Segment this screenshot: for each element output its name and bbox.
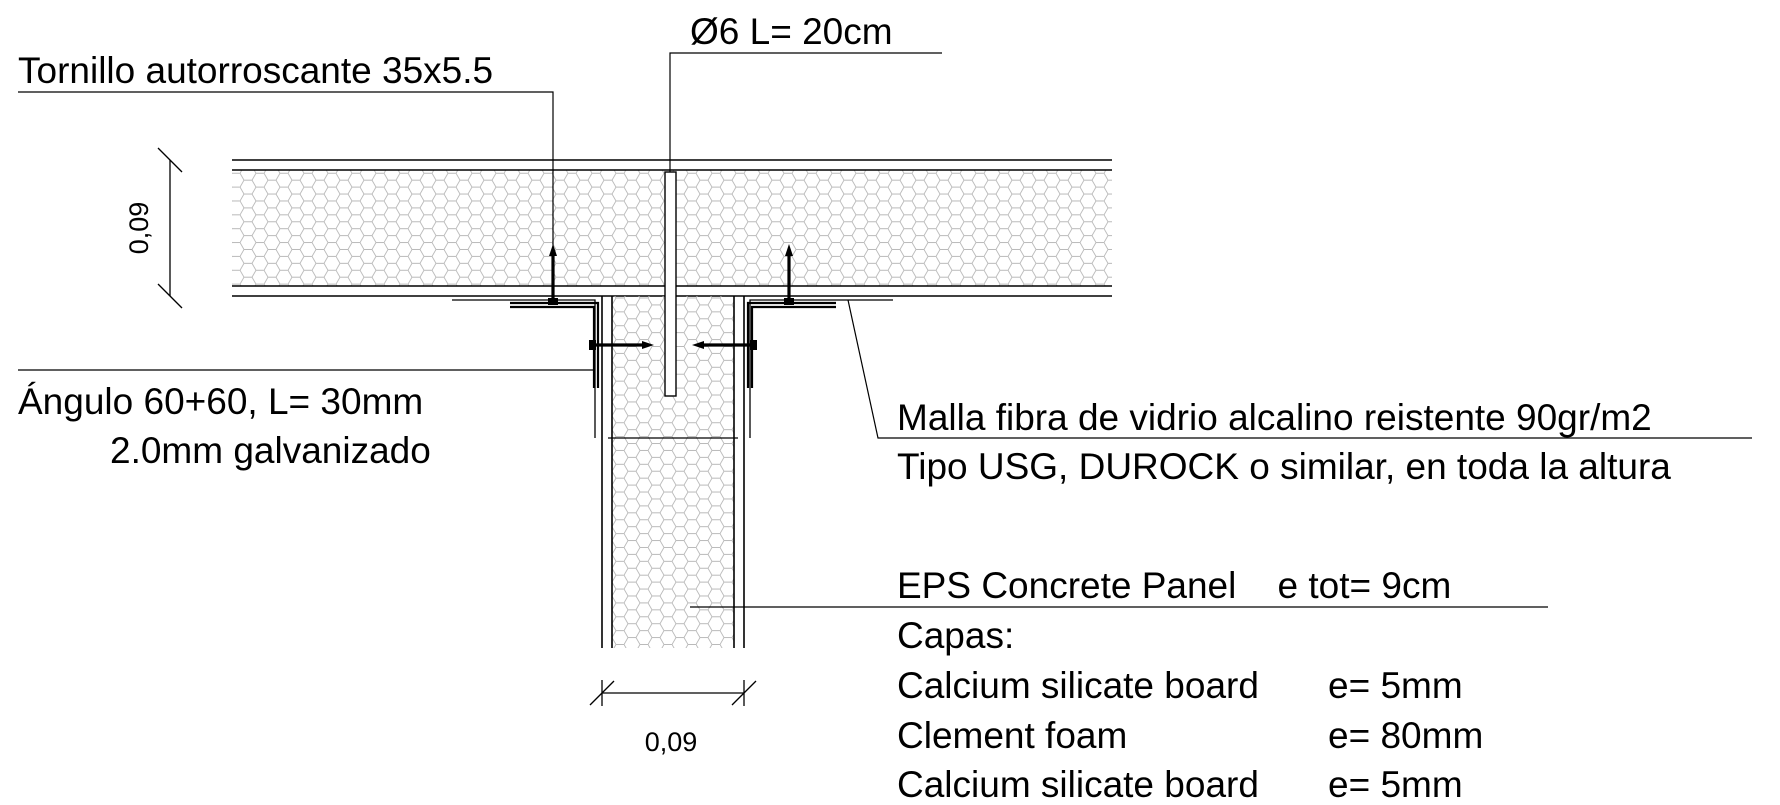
dimension-label-horizontal: 0,09 [124,202,154,255]
layer-thickness: e= 80mm [1328,715,1483,756]
layer-name: Calcium silicate board [897,764,1259,805]
panel-title: EPS Concrete Panel e tot= 9cm [897,565,1451,606]
self-tapping-screw-web-right [692,340,757,350]
layers-heading: Capas: [897,615,1014,656]
self-tapping-screw-right [784,244,794,305]
vertical-panel [601,296,745,648]
screw-label: Tornillo autorroscante 35x5.5 [18,50,493,91]
self-tapping-screw-web-left [589,340,654,350]
steel-angle-left [510,301,600,388]
leader-screw [18,91,554,250]
leader-rebar [669,52,942,172]
rebar [664,171,677,397]
rebar-label: Ø6 L= 20cm [690,11,893,52]
steel-angle-right [746,301,836,388]
leader-mesh [847,299,1752,439]
layer-name: Clement foam [897,715,1127,756]
layer-name: Calcium silicate board [897,665,1259,706]
dimension-vertical-panel [589,680,757,706]
fiberglass-mesh [452,299,893,439]
mesh-label-line1: Malla fibra de vidrio alcalino reistente… [897,397,1652,438]
layer-thickness: e= 5mm [1328,665,1463,706]
layer-thickness: e= 5mm [1328,764,1463,805]
dimension-label-vertical: 0,09 [645,727,698,757]
dimension-horizontal-panel [157,147,183,309]
mesh-label-line2: Tipo USG, DUROCK o similar, en toda la a… [897,446,1671,487]
angle-label-line2: 2.0mm galvanizado [110,430,431,471]
angle-label-line1: Ángulo 60+60, L= 30mm [18,381,423,422]
